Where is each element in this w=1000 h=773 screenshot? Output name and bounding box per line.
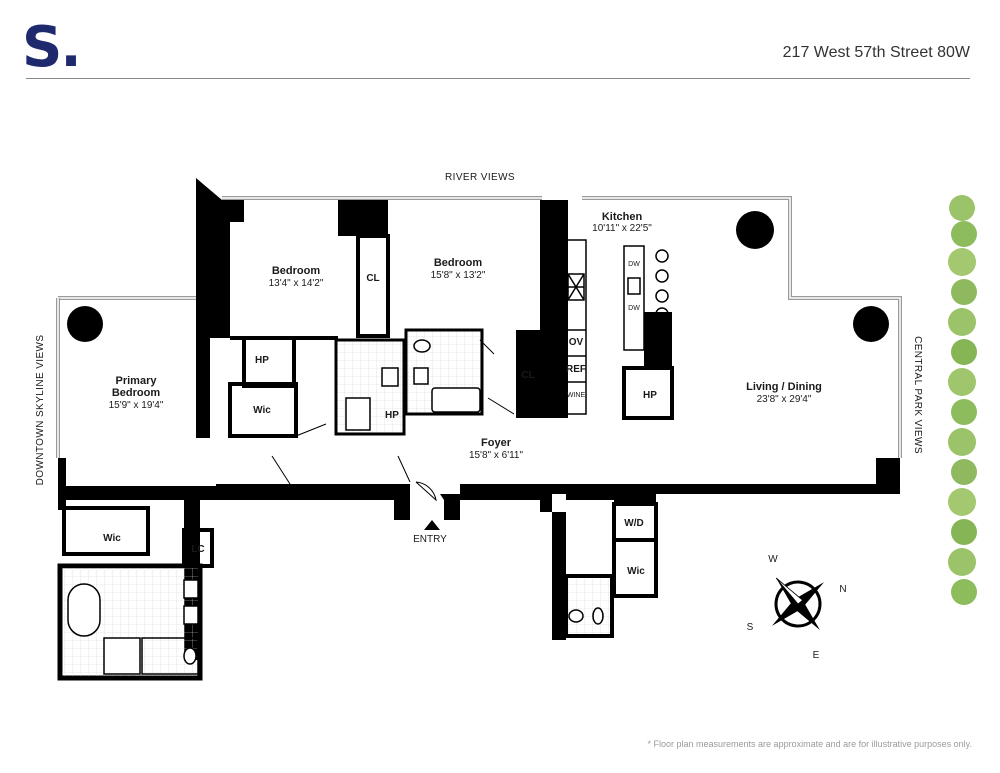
hp-label: HP [643, 390, 657, 401]
closet-label: CL [366, 273, 379, 284]
hp-label: HP [255, 355, 269, 366]
wd-label: W/D [624, 518, 643, 529]
hp-label: HP [385, 410, 399, 421]
foyer-dims: 15'8" x 6'11" [469, 450, 524, 461]
room-labels: Kitchen 10'11" x 22'5" Bedroom 13'4" x 1… [109, 211, 822, 461]
central-park-views-label: CENTRAL PARK VIEWS [912, 336, 923, 454]
primary-name-line1: Primary [116, 375, 158, 387]
doors [271, 339, 515, 502]
bedroom-a-name: Bedroom [272, 265, 321, 277]
foyer-name: Foyer [481, 437, 512, 449]
compass-east: E [813, 650, 820, 661]
living-name: Living / Dining [746, 381, 822, 393]
kitchen-appliances [565, 239, 669, 415]
fridge-label: REF [566, 364, 586, 375]
bath-fixtures [67, 339, 604, 675]
wic-label: Wic [627, 566, 645, 577]
header-divider [26, 78, 970, 79]
bedroom-b-name: Bedroom [434, 257, 483, 269]
brand-logo: S. [22, 15, 82, 80]
river-views-label: RIVER VIEWS [445, 172, 515, 183]
structural-columns [67, 211, 889, 342]
park-trees-icon [948, 195, 977, 605]
bedroom-a-dims: 13'4" x 14'2" [269, 278, 324, 289]
dishwasher-label: DW [628, 305, 640, 312]
bedroom-b-dims: 15'8" x 13'2" [431, 270, 486, 281]
compass-south: S [747, 622, 754, 633]
disclaimer-text: * Floor plan measurements are approximat… [647, 739, 973, 749]
compass-west: W [768, 554, 778, 565]
exterior-windows [56, 196, 902, 458]
downtown-views-label: DOWNTOWN SKYLINE VIEWS [35, 335, 46, 486]
wine-label: WINE [567, 392, 586, 399]
kitchen-dims: 10'11" x 22'5" [592, 223, 652, 234]
lc-label: LC [191, 544, 204, 555]
primary-dims: 15'9" x 19'4" [109, 400, 164, 411]
dishwasher-label: DW [628, 261, 640, 268]
entry-label: ENTRY [413, 534, 447, 545]
wic-label: Wic [103, 533, 121, 544]
fixture-labels: CL CL HP HP HP Wic Wic Wic LC W/D OV REF… [103, 261, 657, 577]
wic-label: Wic [253, 405, 271, 416]
closet-label: CL [521, 370, 534, 381]
compass-north: N [839, 584, 846, 595]
kitchen-name: Kitchen [602, 211, 643, 223]
primary-name-line2: Bedroom [112, 387, 161, 399]
walls [57, 178, 900, 681]
compass-rose-icon [771, 577, 825, 631]
entry-arrow-icon [424, 520, 440, 530]
living-dims: 23'8" x 29'4" [757, 394, 812, 405]
oven-label: OV [569, 337, 584, 348]
listing-address: 217 West 57th Street 80W [782, 44, 970, 61]
